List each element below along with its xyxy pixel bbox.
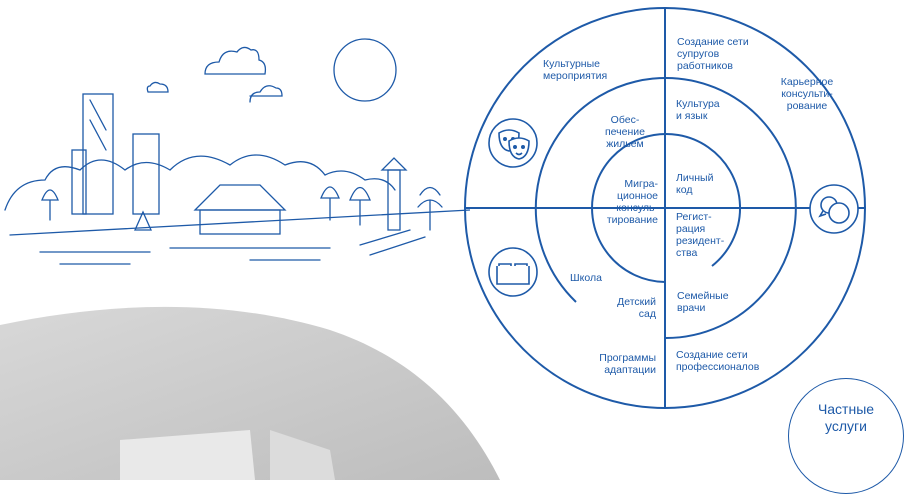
masks-icon bbox=[488, 118, 538, 168]
label-migration: Мигра- ционное консуль- тирование bbox=[606, 178, 658, 226]
city-skyline-illustration bbox=[4, 38, 470, 265]
label-family-doctors: Семейные врачи bbox=[677, 290, 729, 314]
label-culture-language: Культура и язык bbox=[676, 98, 720, 122]
background-wave bbox=[0, 306, 500, 480]
inner-ring bbox=[591, 133, 741, 283]
book-icon bbox=[488, 247, 538, 297]
label-personal-code: Личный код bbox=[676, 172, 714, 196]
private-services-circle: Частные услуги bbox=[788, 378, 904, 494]
label-kindergarten: Детский сад bbox=[617, 296, 656, 320]
label-professionals-network: Создание сети профессионалов bbox=[676, 349, 760, 373]
label-spouses-network: Создание сети супругов работников bbox=[677, 36, 749, 72]
label-housing: Обес- печение жильем bbox=[605, 114, 645, 150]
label-career: Карьерное консульти- рование bbox=[780, 76, 834, 112]
label-registration: Регист- рация резидент- ства bbox=[676, 211, 725, 259]
label-culture-events: Культурные мероприятия bbox=[543, 58, 608, 82]
middle-ring bbox=[534, 77, 797, 340]
chat-bubbles-icon bbox=[809, 184, 859, 234]
services-diagram bbox=[464, 7, 866, 409]
label-school: Школа bbox=[570, 272, 602, 284]
label-adaptation: Программы адаптации bbox=[599, 352, 656, 376]
